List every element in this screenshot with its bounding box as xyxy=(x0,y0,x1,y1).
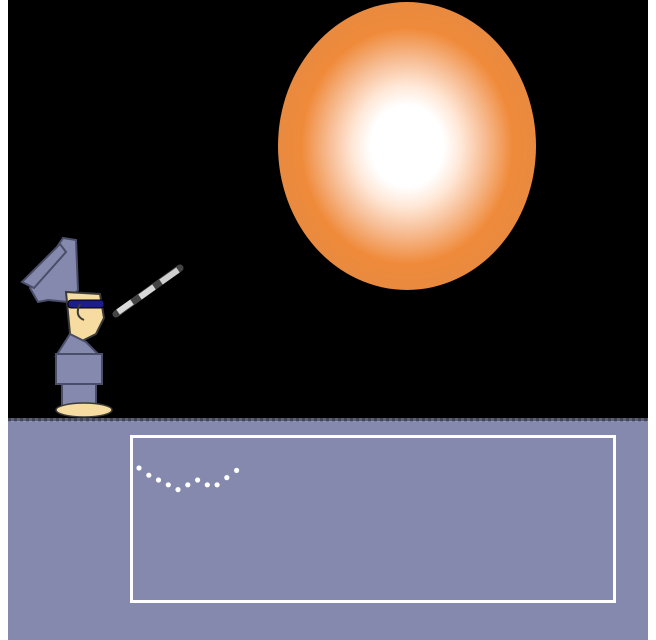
light-curve-frame xyxy=(130,435,616,603)
light-curve-point xyxy=(146,473,151,478)
light-curve-point xyxy=(234,468,239,473)
light-curve-point xyxy=(185,482,190,487)
light-curve-point xyxy=(156,477,161,482)
astronomer-with-telescope-icon xyxy=(8,230,208,430)
sun-star xyxy=(278,2,536,290)
light-curve-point xyxy=(205,482,210,487)
telescope-icon xyxy=(116,268,180,314)
light-curve-point xyxy=(166,482,171,487)
light-curve-point xyxy=(224,475,229,480)
light-curve-plot xyxy=(133,438,613,600)
light-curve-point xyxy=(215,482,220,487)
light-curve-point xyxy=(175,487,180,492)
animation-stage xyxy=(8,0,648,640)
light-curve-point xyxy=(136,465,141,470)
light-curve-point xyxy=(195,477,200,482)
